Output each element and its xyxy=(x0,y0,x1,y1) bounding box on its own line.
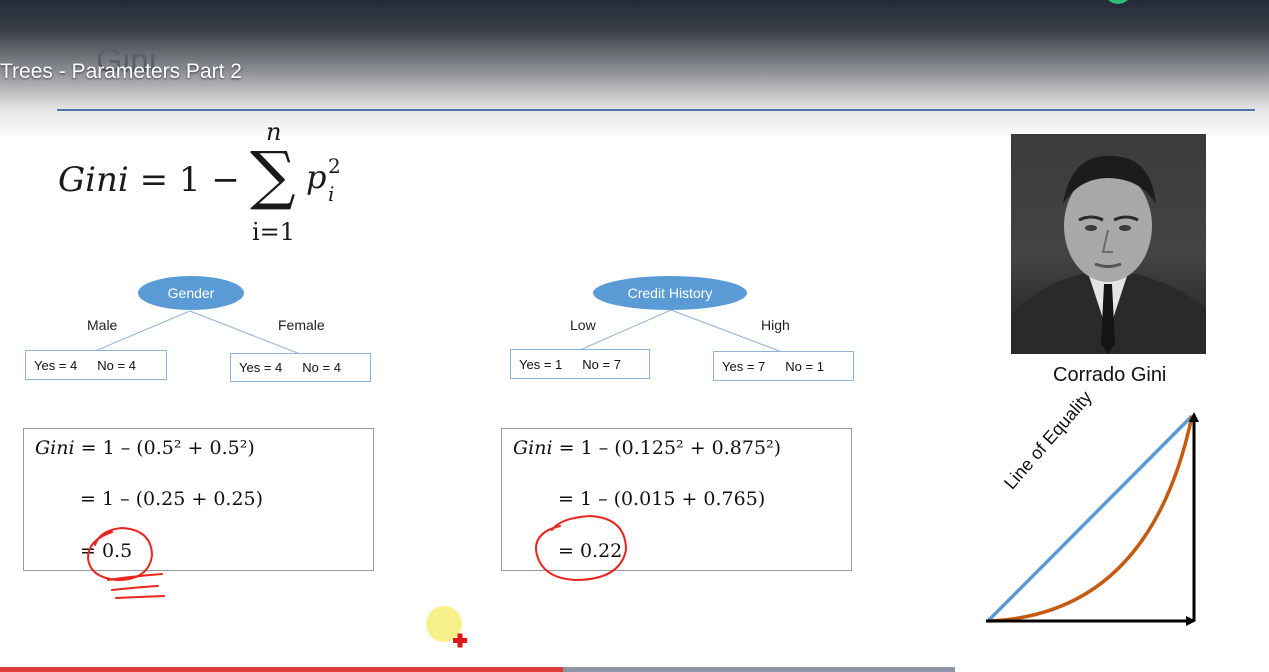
branch-label-female: Female xyxy=(278,317,325,333)
sum-upper-limit: n xyxy=(266,118,282,146)
sum-term-exponent: 2 xyxy=(328,154,341,178)
cursor-highlight-icon xyxy=(426,606,467,648)
calc-var: Gini xyxy=(35,437,75,459)
leaf-yes: Yes = 1 xyxy=(519,356,563,372)
calc-result: = 0.5 xyxy=(80,540,133,562)
calc-box-credit: Gini = 1 – (0.125² + 0.875²) = 1 – (0.01… xyxy=(501,428,852,571)
leaf-yes: Yes = 7 xyxy=(722,358,766,374)
video-top-overlay xyxy=(0,0,1269,140)
video-progress-fill xyxy=(0,667,564,672)
leaf-gender-female: Yes = 4 No = 4 xyxy=(230,353,371,382)
underline-1 xyxy=(107,573,163,581)
tree-node-credit-history: Credit History xyxy=(593,276,747,310)
y-axis-arrowhead xyxy=(1189,412,1199,422)
calc-box-gender: Gini = 1 – (0.5² + 0.5²) = 1 – (0.25 + 0… xyxy=(23,428,374,571)
leaf-credit-high: Yes = 7 No = 1 xyxy=(713,351,854,381)
tree-node-gender: Gender xyxy=(138,276,244,310)
sum-lower-limit: i=1 xyxy=(252,218,296,246)
portrait-caption: Corrado Gini xyxy=(1053,364,1167,386)
leaf-no: No = 4 xyxy=(302,360,341,375)
calc-line-1: Gini = 1 – (0.5² + 0.5²) xyxy=(35,437,255,459)
calc-result: = 0.22 xyxy=(558,540,623,562)
branch-label-high: High xyxy=(761,317,790,333)
lorenz-curve xyxy=(987,415,1194,623)
status-indicator-icon xyxy=(1104,0,1132,4)
leaf-yes: Yes = 4 xyxy=(239,360,283,375)
formula-equals: = 1 − xyxy=(139,160,240,200)
x-axis-arrowhead xyxy=(1186,616,1196,626)
underline-2 xyxy=(111,585,159,591)
formula-lhs: Gini = 1 − xyxy=(58,160,240,200)
lorenz-curve-diagram xyxy=(986,412,1199,626)
leaf-no: No = 4 xyxy=(97,357,136,373)
sum-symbol: ∑ xyxy=(250,139,296,213)
formula-var: Gini xyxy=(58,160,129,200)
equality-line xyxy=(986,414,1194,623)
leaf-gender-male: Yes = 4 No = 4 xyxy=(25,350,167,380)
underline-3 xyxy=(115,595,165,599)
calc-line-2: = 1 – (0.015 + 0.765) xyxy=(558,488,766,510)
branch-label-male: Male xyxy=(87,317,118,333)
calc-line-2: = 1 – (0.25 + 0.25) xyxy=(80,488,264,510)
sum-term-index: i xyxy=(328,182,335,206)
calc-var: Gini xyxy=(513,437,553,459)
sum-term: p xyxy=(306,158,327,196)
video-progress-bar[interactable] xyxy=(0,667,955,672)
calc-expr: = 1 – (0.5² + 0.5²) xyxy=(80,437,255,459)
leaf-no: No = 7 xyxy=(582,356,621,372)
branch-label-low: Low xyxy=(570,317,596,333)
portrait-illustration xyxy=(1011,155,1206,354)
leaf-credit-low: Yes = 1 No = 7 xyxy=(510,349,650,379)
gini-formula: Gini = 1 − n ∑ i=1 p 2 i xyxy=(58,118,378,248)
slide-title: Gini xyxy=(96,42,157,80)
title-divider xyxy=(57,109,1255,111)
video-title[interactable]: Trees - Parameters Part 2 xyxy=(0,60,242,83)
leaf-yes: Yes = 4 xyxy=(34,357,78,373)
calc-expr: = 1 – (0.125² + 0.875²) xyxy=(558,437,782,459)
calc-line-1: Gini = 1 – (0.125² + 0.875²) xyxy=(513,437,781,459)
leaf-no: No = 1 xyxy=(785,358,824,374)
portrait-photo xyxy=(1011,134,1206,354)
